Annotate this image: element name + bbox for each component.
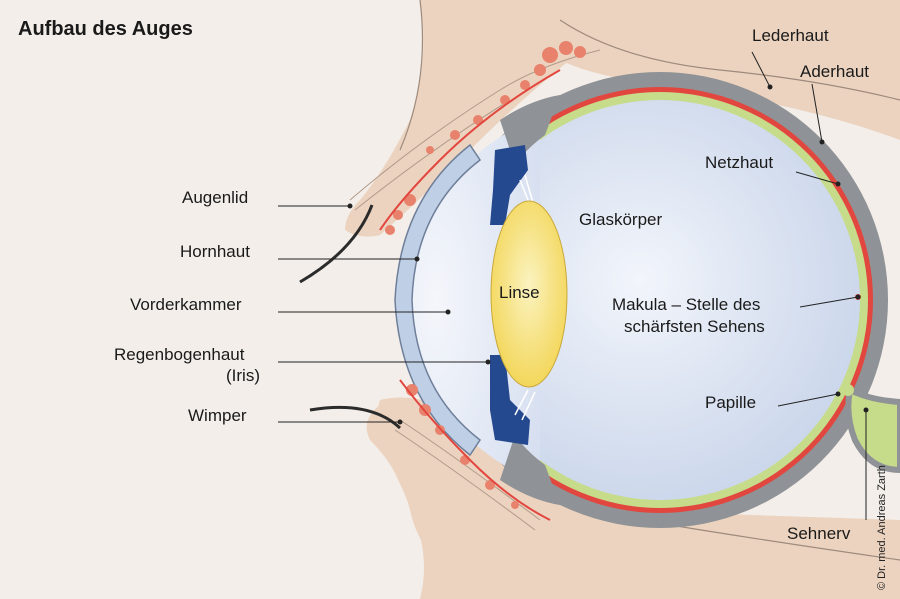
lower-eyelash bbox=[309, 405, 402, 430]
upper-lid-margin bbox=[379, 69, 561, 231]
label-netzhaut: Netzhaut bbox=[705, 153, 774, 172]
label-iris: (Iris) bbox=[226, 366, 260, 385]
lower-lid-skin bbox=[376, 397, 640, 599]
label-hornhaut: Hornhaut bbox=[180, 242, 250, 261]
optic-disc bbox=[842, 384, 854, 396]
label-wimper: Wimper bbox=[188, 406, 247, 425]
iris-top bbox=[490, 145, 528, 225]
label-lederhaut: Lederhaut bbox=[752, 26, 829, 45]
label-glaskoerper: Glaskörper bbox=[579, 210, 663, 229]
pointer-lines bbox=[278, 51, 867, 520]
label-linse: Linse bbox=[499, 283, 540, 302]
upper-lid-skin bbox=[300, 0, 570, 237]
lid-glands bbox=[385, 41, 586, 509]
label-makula-line1: Makula – Stelle des bbox=[612, 295, 761, 314]
label-aderhaut: Aderhaut bbox=[800, 62, 869, 81]
lower-lid-margin bbox=[399, 379, 551, 521]
face-tissue bbox=[300, 0, 900, 599]
zonule-fibres bbox=[514, 174, 536, 421]
label-papille: Papille bbox=[705, 393, 757, 412]
copyright-credit: © Dr. med. Andreas Zarth bbox=[876, 465, 888, 590]
upper-eyelash bbox=[299, 204, 374, 284]
iris-bottom bbox=[490, 355, 530, 445]
label-vorderkammer: Vorderkammer bbox=[130, 295, 242, 314]
vitreous-body bbox=[460, 100, 860, 500]
diagram-title: Aufbau des Auges bbox=[18, 18, 193, 40]
cornea bbox=[394, 143, 482, 457]
ciliary-body-bottom bbox=[500, 435, 560, 505]
lens bbox=[490, 200, 568, 388]
pointer-dots bbox=[347, 84, 869, 425]
optic-nerve bbox=[845, 385, 900, 474]
label-regenbogenhaut: Regenbogenhaut bbox=[114, 345, 245, 364]
label-makula-line2: schärfsten Sehens bbox=[624, 317, 765, 336]
label-augenlid: Augenlid bbox=[182, 188, 249, 207]
label-sehnerv: Sehnerv bbox=[787, 524, 851, 543]
